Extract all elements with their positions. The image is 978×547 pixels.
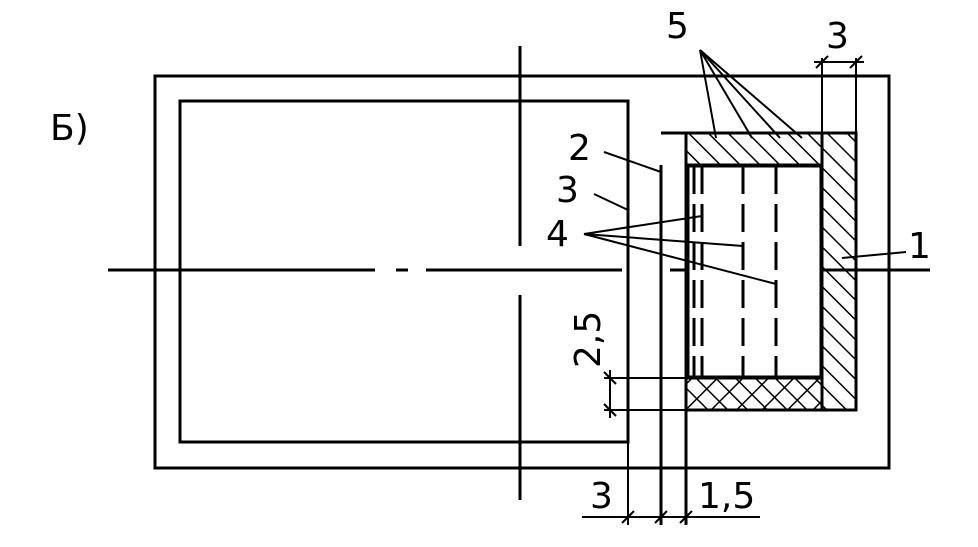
leader-5-b — [699, 49, 753, 139]
dim-label-top-3: 3 — [826, 16, 849, 57]
dim-label-vertical: 2,5 — [568, 311, 609, 368]
callout-1: 1 — [908, 226, 931, 267]
dim-bottom-tick-2 — [654, 510, 668, 524]
leader-4-b — [583, 233, 744, 247]
dim-label-bottom-3: 3 — [590, 476, 613, 517]
leader-3 — [593, 193, 629, 211]
callout-5: 5 — [666, 6, 689, 47]
leader-1 — [841, 251, 907, 259]
hatched-right-wall — [820, 131, 858, 412]
leader-5-c — [699, 49, 781, 139]
dim-label-bottom-1-5: 1,5 — [698, 476, 755, 517]
outer-frame — [153, 74, 891, 470]
leader-5-d — [699, 49, 803, 139]
callout-4: 4 — [546, 214, 569, 255]
panel-label: Б) — [50, 108, 89, 149]
hatched-top-band — [684, 131, 824, 167]
leader-2 — [603, 151, 662, 173]
leader-5-a — [699, 49, 717, 139]
dim-top-tick-r — [849, 55, 863, 69]
leader-4-c — [583, 233, 777, 285]
inner-cavity — [686, 164, 823, 379]
leader-4-a — [583, 215, 703, 235]
dim-vert-tick-bottom — [603, 403, 617, 417]
dim-bottom-tick-1 — [621, 510, 635, 524]
dim-bottom-tick-3 — [679, 510, 693, 524]
callout-3: 3 — [556, 170, 579, 211]
dim-vert-tick-top — [603, 371, 617, 385]
hatched-bottom-band-cross — [684, 376, 824, 412]
dim-top-tick-l — [815, 55, 829, 69]
callout-2: 2 — [568, 128, 591, 169]
